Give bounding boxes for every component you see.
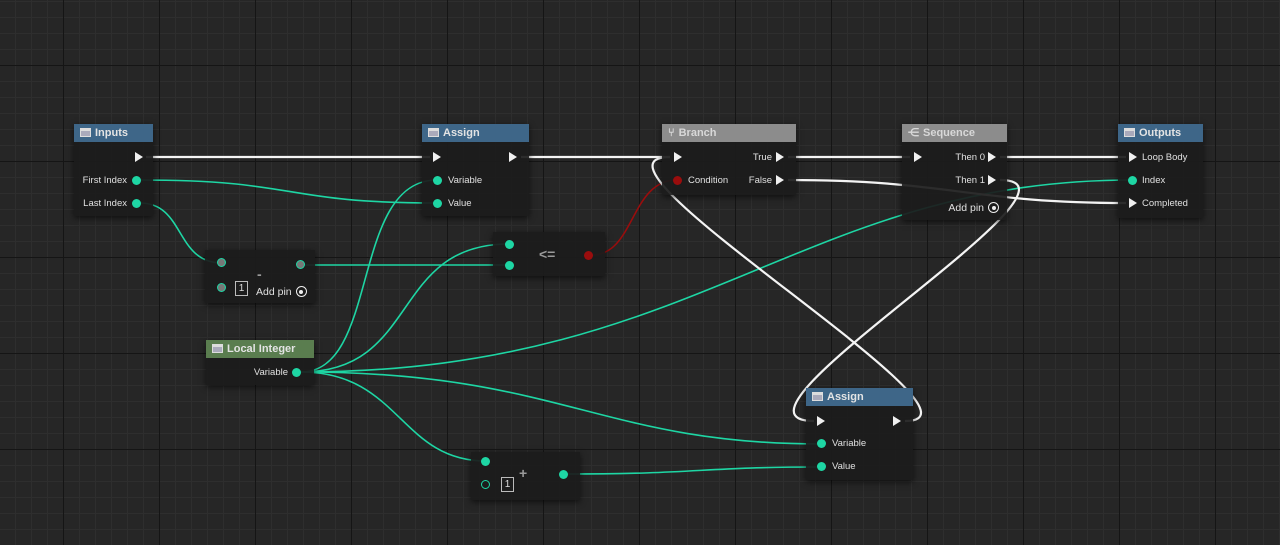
function-icon: [1124, 128, 1135, 137]
wire-first-index-to-value: [139, 179, 438, 204]
value-pin[interactable]: [817, 462, 826, 471]
wire-local-to-compare: [300, 243, 510, 373]
compare-op: <=: [539, 246, 556, 262]
assign-node[interactable]: Assign Variable Value: [422, 124, 529, 216]
outputs-title: Outputs: [1139, 127, 1182, 139]
variable-pin[interactable]: [817, 439, 826, 448]
compare-input-b-pin[interactable]: [505, 261, 514, 270]
variable-label: Variable: [448, 175, 483, 186]
true-exec-pin[interactable]: [776, 152, 784, 162]
then-1-pin[interactable]: [988, 175, 996, 185]
wire-local-to-assign-variable: [300, 179, 438, 373]
variable-out-pin[interactable]: [292, 368, 301, 377]
exec-out-pin[interactable]: [893, 416, 901, 426]
assign-header: Assign: [422, 124, 529, 142]
wire-local-to-assign2-variable: [300, 371, 822, 445]
first-index-pin[interactable]: [132, 176, 141, 185]
compare-node[interactable]: <=: [493, 232, 605, 276]
local-integer-title: Local Integer: [227, 343, 296, 355]
loop-body-pin[interactable]: [1129, 152, 1137, 162]
add-input-a-pin[interactable]: [481, 457, 490, 466]
then-0-label: Then 0: [955, 152, 985, 163]
exec-out-pin[interactable]: [135, 152, 143, 162]
subtract-output-pin[interactable]: [296, 260, 305, 269]
assign-header: Assign: [806, 388, 913, 406]
exec-assign2-to-branch: [651, 155, 923, 423]
sequence-icon: ⋲: [908, 127, 919, 139]
variable-label: Variable: [253, 367, 288, 378]
assign-title: Assign: [827, 391, 864, 403]
add-circle-icon: [295, 286, 307, 297]
exec-in-pin[interactable]: [433, 152, 441, 162]
value-pin[interactable]: [433, 199, 442, 208]
add-pin-label: Add pin: [256, 286, 292, 298]
subtract-input-b-pin[interactable]: [217, 283, 226, 292]
function-icon: [80, 128, 91, 137]
condition-pin[interactable]: [673, 176, 682, 185]
function-icon: [428, 128, 439, 137]
true-label: True: [752, 152, 772, 163]
exec-out-pin[interactable]: [509, 152, 517, 162]
add-node[interactable]: 1 +: [471, 452, 580, 500]
assign-title: Assign: [443, 127, 480, 139]
compare-input-a-pin[interactable]: [505, 240, 514, 249]
add-pin-button[interactable]: Add pin: [256, 286, 307, 298]
exec-in-pin[interactable]: [817, 416, 825, 426]
inputs-header: Inputs: [74, 124, 153, 142]
branch-icon: ⑂: [668, 127, 675, 139]
exec-then1-to-assign2: [792, 178, 1020, 423]
compare-output-pin[interactable]: [584, 251, 593, 260]
outputs-header: Outputs: [1118, 124, 1203, 142]
loop-body-label: Loop Body: [1142, 152, 1188, 163]
branch-node[interactable]: ⑂Branch True Condition False: [662, 124, 796, 195]
false-exec-pin[interactable]: [776, 175, 784, 185]
value-label: Value: [448, 198, 472, 209]
sequence-node[interactable]: ⋲ Sequence Then 0 Then 1 Add pin: [902, 124, 1007, 220]
exec-in-pin[interactable]: [674, 152, 682, 162]
index-label: Index: [1142, 175, 1166, 186]
branch-title: Branch: [678, 127, 717, 139]
variable-label: Variable: [832, 438, 867, 449]
subtract-op: -: [257, 266, 262, 282]
assign-node-2[interactable]: Assign Variable Value: [806, 388, 913, 480]
false-label: False: [748, 175, 772, 186]
add-circle-icon: [988, 202, 999, 213]
outputs-node[interactable]: Outputs Loop Body Index Completed: [1118, 124, 1203, 218]
local-integer-header: Local Integer: [206, 340, 314, 358]
sequence-header: ⋲ Sequence: [902, 124, 1007, 142]
inputs-node[interactable]: Inputs First Index Last Index: [74, 124, 153, 216]
add-pin-label: Add pin: [948, 202, 984, 214]
wire-add-to-assign2-value: [567, 466, 822, 475]
variable-pin[interactable]: [433, 176, 442, 185]
condition-label: Condition: [688, 175, 729, 186]
last-index-pin[interactable]: [132, 199, 141, 208]
subtract-input-a-pin[interactable]: [217, 258, 226, 267]
add-pin-button[interactable]: Add pin: [948, 202, 999, 214]
function-icon: [812, 392, 823, 401]
add-output-pin[interactable]: [559, 470, 568, 479]
completed-pin[interactable]: [1129, 198, 1137, 208]
sequence-title: Sequence: [923, 127, 975, 139]
wire-local-to-add: [300, 371, 487, 462]
subtract-const-field[interactable]: 1: [235, 281, 248, 296]
add-const-field[interactable]: 1: [501, 477, 514, 492]
variable-icon: [212, 344, 223, 353]
add-op: +: [519, 465, 528, 481]
add-input-b-pin[interactable]: [481, 480, 490, 489]
exec-in-pin[interactable]: [914, 152, 922, 162]
subtract-node[interactable]: 1 - Add pin: [205, 250, 315, 303]
completed-label: Completed: [1142, 198, 1188, 209]
first-index-label: First Index: [82, 175, 127, 186]
value-label: Value: [832, 461, 856, 472]
then-0-pin[interactable]: [988, 152, 996, 162]
branch-header: ⑂Branch: [662, 124, 796, 142]
last-index-label: Last Index: [83, 198, 127, 209]
local-integer-node[interactable]: Local Integer Variable: [206, 340, 314, 385]
inputs-title: Inputs: [95, 127, 128, 139]
then-1-label: Then 1: [955, 175, 985, 186]
index-pin[interactable]: [1128, 176, 1137, 185]
